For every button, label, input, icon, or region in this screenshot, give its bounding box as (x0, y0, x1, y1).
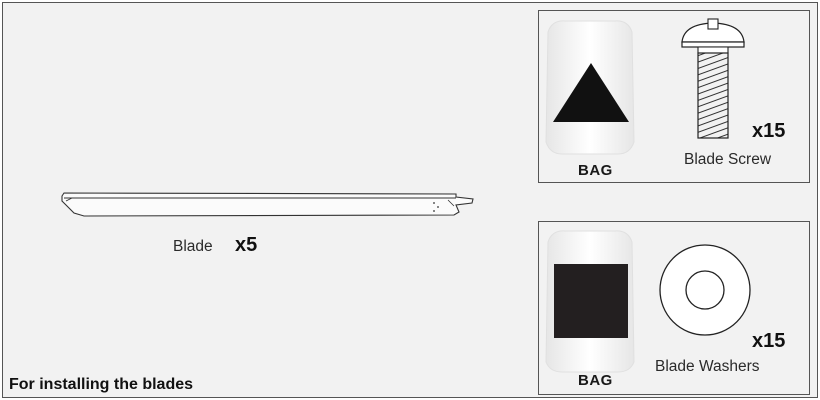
washer-part-label: Blade Washers (655, 358, 760, 376)
screw-part-label: Blade Screw (684, 151, 771, 169)
blade-label: Blade (173, 238, 213, 256)
screw-quantity: x15 (752, 120, 785, 143)
washer-bag-label: BAG (578, 372, 613, 389)
washer-quantity: x15 (752, 330, 785, 353)
washer-icon (655, 240, 755, 340)
screw-bag-label: BAG (578, 162, 613, 179)
screw-bag-icon (540, 12, 650, 182)
blade-quantity: x5 (235, 234, 257, 257)
washer-bag-icon (540, 222, 650, 392)
square-symbol (554, 264, 628, 338)
caption: For installing the blades (9, 376, 193, 394)
